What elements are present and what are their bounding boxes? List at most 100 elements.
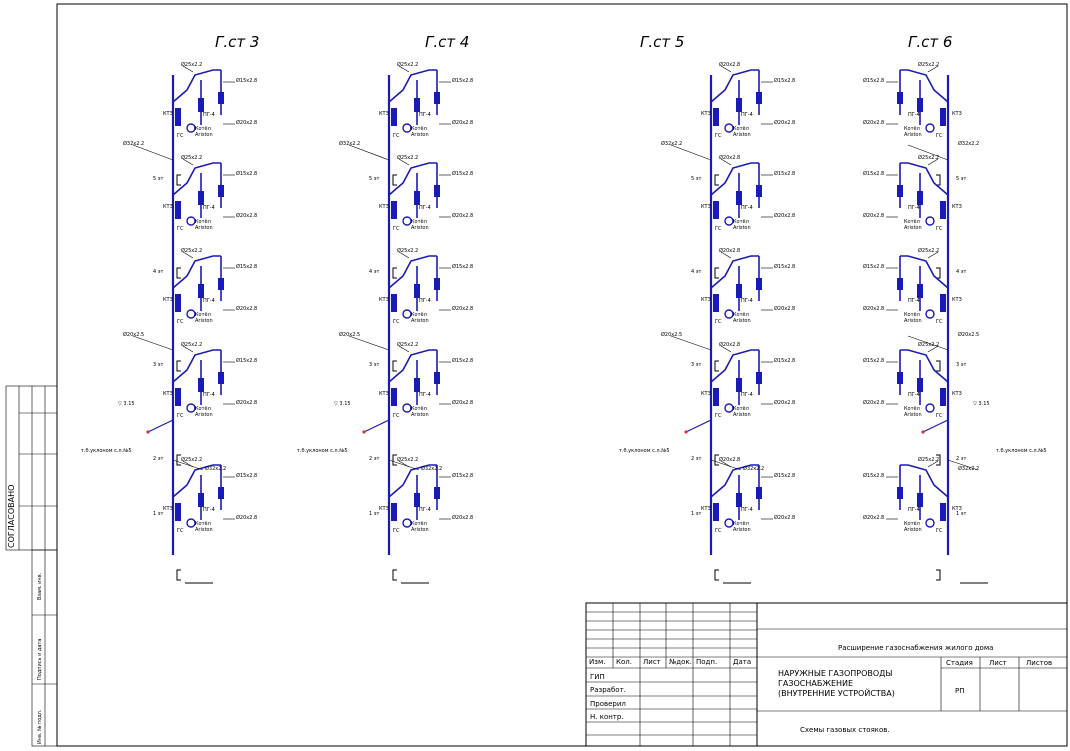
floor-label: 1 эт: [369, 511, 380, 517]
floor-label: 2 эт: [369, 456, 380, 462]
pipe-label-device: Ø15х2.8: [863, 170, 884, 177]
floor-label: 1 эт: [956, 511, 967, 517]
tb-header: Изм.: [589, 658, 605, 666]
gs-label: ГС: [936, 133, 943, 139]
entry-pipe: [922, 419, 949, 433]
valve-block: [940, 294, 946, 312]
branch-pipe: [172, 464, 221, 530]
branch-pipe: [710, 349, 759, 415]
valve-block: [218, 372, 224, 384]
floor-mark: 3 эт: [936, 360, 967, 372]
kts-label: КТЗ: [163, 111, 173, 117]
pg-label: ПГ-4: [908, 205, 920, 211]
pipe-label-lower: Ø20х2.5: [339, 331, 360, 338]
pipe-label-lower: Ø20х2.5: [958, 331, 979, 338]
riser-group-6: Г.ст 6Ø25х2.2Ø15х2.8Ø20х2.8КТЗГСПГ-4Котё…: [863, 33, 1047, 584]
gs-label: ГС: [177, 226, 184, 232]
pg-label: ПГ-4: [419, 392, 431, 398]
valve-block: [218, 92, 224, 104]
boiler-label: Котёл: [904, 406, 920, 412]
pipe-label-top: Ø25х2.2: [397, 154, 418, 161]
stove-symbol: [186, 123, 196, 133]
valve-block: [391, 108, 397, 126]
floor-unit: Ø25х2.2Ø15х2.8Ø20х2.8КТЗГСПГ-4КотёлArist…: [863, 154, 962, 232]
branch-pipe: [172, 349, 221, 415]
sleeve-mark: [392, 569, 397, 581]
floor-mark: 5 эт: [153, 174, 181, 186]
boiler-brand: Ariston: [733, 132, 751, 138]
branch-pipe: [710, 464, 759, 530]
floor-label: 4 эт: [153, 269, 164, 275]
pg-label: ПГ-4: [908, 392, 920, 398]
pipe-label-device: Ø15х2.8: [863, 357, 884, 364]
stove-symbol: [724, 123, 734, 133]
kts-label: КТЗ: [163, 391, 173, 397]
boiler-brand: Ariston: [733, 225, 751, 231]
floor-label: 4 эт: [956, 269, 967, 275]
valve-block: [218, 278, 224, 290]
floor-unit: Ø25х2.2Ø15х2.8Ø20х2.8КТЗГСПГ-4КотёлArist…: [863, 247, 962, 325]
pipe-label-main: Ø32х2.2: [339, 140, 360, 147]
stove-symbol: [724, 216, 734, 226]
gs-label: ГС: [936, 528, 943, 534]
pg-label: ПГ-4: [419, 298, 431, 304]
pg-label: ПГ-4: [419, 507, 431, 513]
sleeve-mark: [392, 454, 397, 466]
valve-block: [391, 503, 397, 521]
valve-block: [940, 388, 946, 406]
pg-label: ПГ-4: [908, 112, 920, 118]
stove-symbol: [724, 403, 734, 413]
gs-label: ГС: [177, 133, 184, 139]
pipe-label-top: Ø25х2.2: [181, 247, 202, 254]
pipe-label-device: Ø15х2.8: [863, 472, 884, 479]
valve-block: [434, 487, 440, 499]
gas-meter: [917, 493, 923, 507]
valve-block: [175, 201, 181, 219]
stove-symbol: [186, 403, 196, 413]
pipe-label-device: Ø15х2.8: [236, 170, 257, 177]
floor-mark: 1 эт: [153, 511, 181, 581]
gs-label: ГС: [936, 319, 943, 325]
boiler-label: Котёл: [733, 521, 749, 527]
pipe-label-device2: Ø20х2.8: [774, 399, 795, 406]
stove-symbol: [925, 123, 935, 133]
pipe-label-top: Ø20х2.8: [719, 154, 740, 161]
boiler-brand: Ariston: [411, 132, 429, 138]
entry-label: т.б.уклоном с.л.№5: [619, 448, 670, 454]
gs-label: ГС: [936, 413, 943, 419]
floor-label: 4 эт: [691, 269, 702, 275]
pipe-label-top: Ø25х2.2: [181, 154, 202, 161]
sheet-frame: [56, 3, 1068, 747]
valve-block: [175, 388, 181, 406]
valve-block: [897, 372, 903, 384]
entry-label: т.б.уклоном с.л.№5: [996, 448, 1047, 454]
pipe-label-bottom: Ø32х2.2: [421, 465, 442, 472]
valve-block: [713, 201, 719, 219]
gas-meter: [414, 378, 420, 392]
gas-meter: [198, 378, 204, 392]
boiler-brand: Ariston: [904, 132, 922, 138]
pipe-label-device: Ø15х2.8: [774, 170, 795, 177]
boiler-label: Котёл: [411, 521, 427, 527]
pipe-label-device2: Ø20х2.8: [863, 305, 884, 312]
boiler-brand: Ariston: [733, 527, 751, 533]
pipe-label-top: Ø20х2.8: [719, 456, 740, 463]
kts-label: КТЗ: [952, 111, 962, 117]
pipe-label-device: Ø15х2.8: [863, 263, 884, 270]
floor-label: 1 эт: [691, 511, 702, 517]
pipe-label-bottom: Ø32х2.2: [743, 465, 764, 472]
valve-block: [434, 92, 440, 104]
pipe-label-bottom: Ø32х2.2: [958, 465, 979, 472]
gs-label: ГС: [177, 413, 184, 419]
gs-label: ГС: [715, 226, 722, 232]
floor-unit: Ø25х2.2Ø15х2.8Ø20х2.8КТЗГСПГ-4КотёлArist…: [379, 341, 473, 419]
boiler-label: Котёл: [904, 219, 920, 225]
pipe-label-device2: Ø20х2.8: [774, 305, 795, 312]
boiler-label: Котёл: [411, 312, 427, 318]
branch-pipe: [172, 162, 221, 228]
stove-symbol: [402, 216, 412, 226]
gas-meter: [198, 493, 204, 507]
sleeve-mark: [176, 454, 181, 466]
tb-header: Подп.: [696, 658, 717, 666]
pipe-label-device: Ø15х2.8: [774, 77, 795, 84]
